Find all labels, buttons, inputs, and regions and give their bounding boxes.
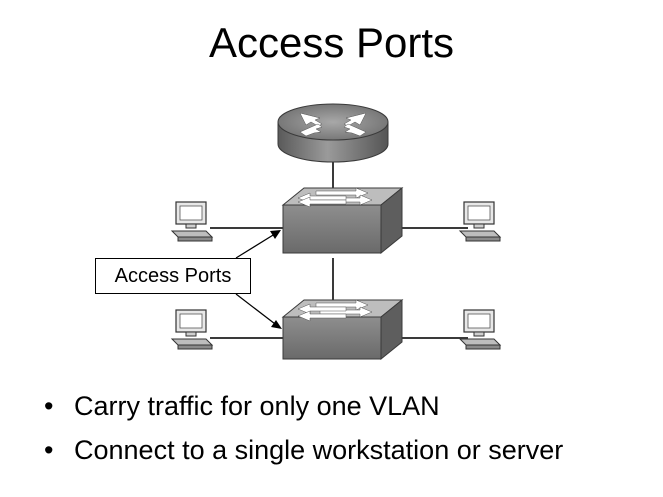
bullet-dot-icon: • [44, 391, 54, 421]
switch-top-icon [281, 186, 404, 255]
workstation-right-bottom-icon [458, 309, 502, 350]
callout-arrow-bottom [235, 293, 280, 328]
callout-arrowhead-bottom [271, 320, 282, 329]
callout-arrow-top [235, 231, 279, 259]
callout-arrows [235, 230, 282, 329]
workstation-left-top-icon [170, 201, 214, 242]
bullet-dot-icon: • [44, 435, 54, 465]
callout-arrowhead-top [270, 230, 281, 239]
access-ports-callout: Access Ports [95, 258, 251, 294]
bullet-item: • Carry traffic for only one VLAN [44, 393, 563, 420]
router-icon [277, 103, 389, 163]
switch-bottom-icon [281, 298, 404, 361]
bullet-text: Carry traffic for only one VLAN [74, 391, 440, 421]
bullet-list: • Carry traffic for only one VLAN • Conn… [44, 393, 563, 481]
workstation-left-bottom-icon [170, 309, 214, 350]
bullet-item: • Connect to a single workstation or ser… [44, 437, 563, 464]
workstation-right-top-icon [458, 201, 502, 242]
slide-title: Access Ports [208, 19, 455, 66]
bullet-text: Connect to a single workstation or serve… [74, 435, 564, 465]
